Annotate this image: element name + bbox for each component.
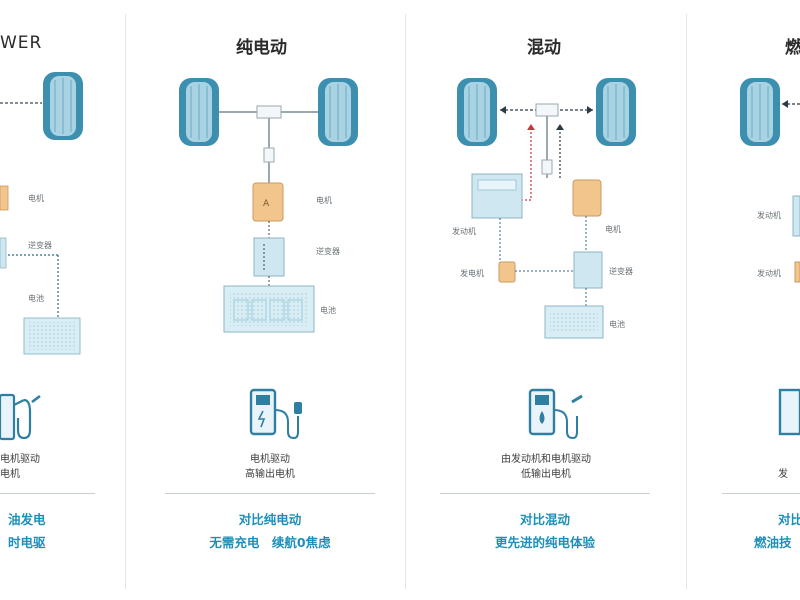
highlight-line: 油发电 bbox=[8, 512, 46, 527]
divider-line bbox=[165, 493, 375, 494]
desc-line: 电机驱动 bbox=[0, 454, 40, 465]
column-divider bbox=[686, 14, 687, 589]
comparison-highlight: 对比混动 更先进的纯电体验 bbox=[440, 508, 650, 554]
highlight-line: 对比 bbox=[778, 512, 800, 527]
drive-description: 由发动机和电机驱动 低输出电机 bbox=[476, 452, 616, 482]
divider-line bbox=[722, 493, 800, 494]
svg-text:A: A bbox=[263, 199, 270, 209]
desc-line: 电机 bbox=[0, 469, 20, 480]
drive-description: 电机驱动 电机 bbox=[0, 452, 40, 482]
divider-line bbox=[0, 493, 95, 494]
wheel-icon bbox=[318, 78, 358, 146]
wheel-icon bbox=[179, 78, 219, 146]
highlight-line: 无需充电 续航0焦虑 bbox=[209, 535, 331, 550]
pure-electric-diagram: A bbox=[179, 78, 358, 440]
component-label-motor: 电机 bbox=[605, 225, 621, 234]
desc-line: 电机驱动 bbox=[250, 454, 290, 465]
desc-line: 高输出电机 bbox=[245, 469, 295, 480]
wheel-icon bbox=[740, 78, 780, 146]
fuel-pump-icon bbox=[0, 393, 41, 441]
wheel-icon bbox=[596, 78, 636, 146]
hybrid-diagram bbox=[457, 78, 636, 440]
desc-line: 由发动机和电机驱动 bbox=[501, 454, 591, 465]
column-title: 燃 bbox=[785, 38, 800, 58]
fuel-pump-icon bbox=[528, 388, 583, 440]
desc-line: 发 bbox=[778, 469, 788, 480]
highlight-line: 对比混动 bbox=[519, 512, 570, 527]
right-partial-diagram bbox=[740, 78, 800, 436]
component-label-engine: 发动机 bbox=[757, 211, 781, 220]
component-label-motor: 电机 bbox=[28, 194, 44, 203]
charging-station-icon bbox=[249, 388, 302, 440]
wheel-icon bbox=[43, 72, 83, 140]
component-label-inverter: 逆变器 bbox=[316, 247, 340, 256]
left-partial-diagram bbox=[0, 72, 83, 441]
component-label-inverter: 逆变器 bbox=[28, 241, 52, 250]
fuel-pump-icon bbox=[778, 388, 800, 436]
comparison-highlight: 油发电 时电驱 bbox=[8, 508, 46, 554]
drive-description: 电机驱动 高输出电机 bbox=[215, 452, 325, 482]
component-label-motor: 电机 bbox=[316, 196, 332, 205]
component-label-generator: 发电机 bbox=[460, 269, 484, 278]
component-label-battery: 电池 bbox=[28, 294, 44, 303]
highlight-line: 时电驱 bbox=[8, 535, 46, 550]
desc-line: 低输出电机 bbox=[521, 469, 571, 480]
column-title: 混动 bbox=[527, 38, 561, 58]
column-title: WER bbox=[0, 33, 43, 53]
comparison-highlight: 对比纯电动 无需充电 续航0焦虑 bbox=[165, 508, 375, 554]
column-divider bbox=[125, 14, 126, 589]
highlight-line: 对比纯电动 bbox=[238, 512, 302, 527]
column-title: 纯电动 bbox=[236, 38, 287, 58]
divider-line bbox=[440, 493, 650, 494]
highlight-line: 燃油技 bbox=[754, 535, 792, 550]
highlight-line: 更先进的纯电体验 bbox=[494, 535, 595, 550]
column-divider bbox=[405, 14, 406, 589]
component-label-engine: 发动机 bbox=[452, 227, 476, 236]
component-label-battery: 电池 bbox=[609, 320, 625, 329]
comparison-highlight: 对比 燃油技 bbox=[754, 508, 800, 554]
component-label-inverter: 逆变器 bbox=[609, 267, 633, 276]
component-label-battery: 电池 bbox=[320, 306, 336, 315]
component-label-generator: 发动机 bbox=[757, 269, 781, 278]
wheel-icon bbox=[457, 78, 497, 146]
drive-description: 发 bbox=[778, 467, 788, 482]
